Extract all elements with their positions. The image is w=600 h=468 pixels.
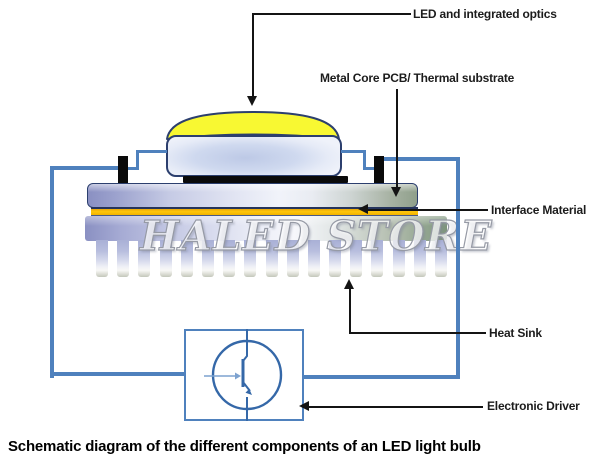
wire-right-step-lower [363, 167, 377, 170]
heatsink-fin [286, 240, 299, 277]
led-dome-shape [166, 111, 340, 140]
leader-heatsink-horizontal [350, 332, 486, 334]
leader-led-vertical [252, 13, 254, 97]
right-terminal-pin [374, 156, 384, 183]
leader-led-horizontal [252, 13, 411, 15]
base-arrow-icon [235, 372, 241, 380]
heatsink-fin [96, 240, 108, 277]
arrowhead-down-led-icon [247, 96, 257, 106]
watermark-text: HALED STORE [139, 211, 493, 260]
label-interface-material: Interface Material [491, 203, 587, 217]
leader-driver-horizontal [308, 406, 483, 408]
led-dome [166, 111, 340, 140]
heatsink-fin [435, 240, 447, 277]
left-terminal-pin [118, 156, 128, 183]
wire-right-vertical [456, 157, 460, 379]
heatsink-fin [201, 240, 214, 277]
metal-core-pcb-slab [87, 183, 418, 208]
wire-left-step-vertical [136, 150, 139, 170]
wire-left-step-upper [136, 150, 167, 153]
leader-pcb-vertical [396, 89, 398, 188]
heatsink-fins [96, 240, 447, 277]
heatsink-fin [223, 240, 236, 277]
heatsink-base [85, 216, 447, 241]
wire-right-step-upper [341, 150, 366, 153]
figure-caption: Schematic diagram of the different compo… [8, 438, 481, 455]
heatsink-fin [265, 240, 278, 277]
wire-right-step-vertical [363, 150, 366, 170]
wire-bottom-right [302, 375, 460, 379]
heatsink-fin [413, 240, 426, 277]
led-package-body [166, 135, 342, 177]
heatsink-fin [244, 240, 257, 277]
heatsink-fin [392, 240, 405, 277]
heatsink-fin [371, 240, 384, 277]
heatsink-fin [329, 240, 342, 277]
transistor-symbol [204, 329, 283, 421]
wire-left-horizontal [50, 166, 122, 170]
wire-left-vertical [50, 166, 54, 378]
emitter-arrow-icon [245, 388, 252, 395]
heatsink-fin [307, 240, 320, 277]
leader-heatsink-vertical [349, 289, 351, 334]
heatsink-fin [117, 240, 130, 277]
wire-left-step-lower [126, 167, 139, 170]
wire-top-right [383, 157, 460, 161]
led-die-bar [183, 176, 348, 183]
heatsink-fin [138, 240, 151, 277]
arrowhead-left-driver-icon [299, 401, 309, 411]
interface-material-strip [91, 207, 418, 216]
heatsink-fin [159, 240, 172, 277]
collector-lead [242, 329, 248, 362]
wire-bottom-left [50, 372, 186, 376]
label-heat-sink: Heat Sink [489, 326, 542, 340]
leader-interface-horizontal [367, 209, 488, 211]
label-electronic-driver: Electronic Driver [487, 399, 580, 413]
label-led-optics: LED and integrated optics [413, 7, 557, 21]
heatsink-fin [180, 240, 193, 277]
arrowhead-left-interface-icon [358, 204, 368, 214]
arrowhead-down-pcb-icon [391, 187, 401, 197]
label-pcb-substrate: Metal Core PCB/ Thermal substrate [320, 71, 515, 85]
arrowhead-up-heatsink-icon [344, 279, 354, 289]
heatsink-fin [350, 240, 363, 277]
